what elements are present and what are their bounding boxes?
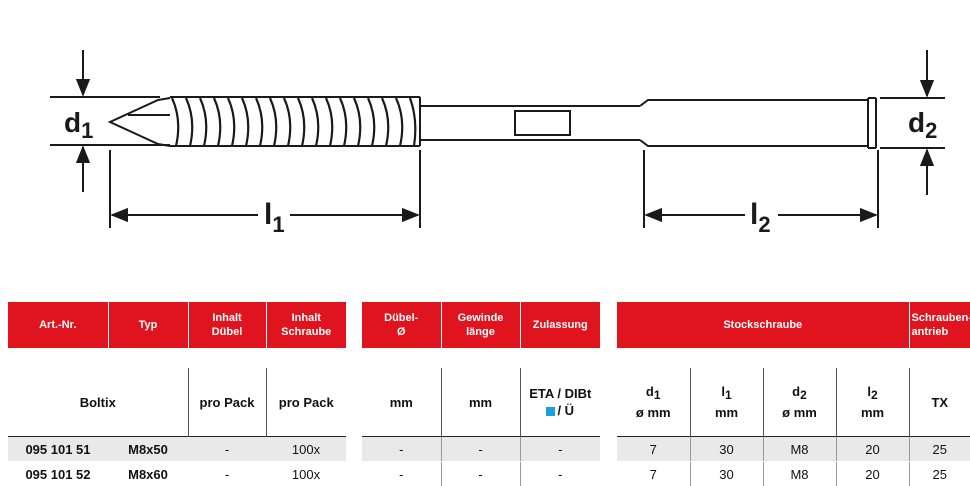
d2-label: d2 bbox=[908, 107, 937, 143]
approval-header-row: Dübel- Ø Gewinde länge Zulassung bbox=[362, 302, 600, 348]
typ: M8x50 bbox=[108, 437, 188, 462]
art-nr: 095 101 51 bbox=[8, 437, 108, 462]
inhalt-duebel: - bbox=[188, 462, 266, 486]
table-row: - - - bbox=[362, 462, 600, 486]
article-subheader-row: Boltix pro Pack pro Pack bbox=[8, 368, 346, 437]
screw-tip bbox=[110, 98, 170, 146]
l1-value: 30 bbox=[690, 437, 763, 462]
article-header-row: Art.-Nr. Typ Inhalt Dübel Inhalt Schraub… bbox=[8, 302, 346, 348]
l2-value: 20 bbox=[836, 462, 909, 486]
subheader-eta: ETA / DIBt / Ü bbox=[520, 368, 600, 437]
tx-value: 25 bbox=[909, 462, 970, 486]
header-typ: Typ bbox=[108, 302, 188, 348]
stud-screw-drawing: d1 d2 l1 l2 bbox=[0, 0, 970, 290]
header-inhalt-schraube: Inhalt Schraube bbox=[266, 302, 346, 348]
table-row: 095 101 51 M8x50 - 100x bbox=[8, 437, 346, 462]
gewindelaenge: - bbox=[441, 462, 520, 486]
art-nr: 095 101 52 bbox=[8, 462, 108, 486]
d2-value: M8 bbox=[763, 462, 836, 486]
thread-teeth bbox=[172, 98, 415, 146]
tx-value: 25 bbox=[909, 437, 970, 462]
inhalt-duebel: - bbox=[188, 437, 266, 462]
drive-slot bbox=[515, 111, 570, 135]
header-gewindelaenge: Gewinde länge bbox=[441, 302, 520, 348]
inhalt-schraube: 100x bbox=[266, 462, 346, 486]
table-row: 7 30 M8 20 25 bbox=[617, 462, 970, 486]
l2-label: l2 bbox=[750, 198, 771, 237]
dimensions-header-row: Stockschraube Schrauben- antrieb bbox=[617, 302, 970, 348]
l2-value: 20 bbox=[836, 437, 909, 462]
zulassung: - bbox=[520, 437, 600, 462]
eta-label: ETA / DIBt bbox=[529, 386, 591, 401]
approval-table: Dübel- Ø Gewinde länge Zulassung mm mm E… bbox=[362, 302, 600, 486]
header-stockschraube: Stockschraube bbox=[617, 302, 909, 348]
typ: M8x60 bbox=[108, 462, 188, 486]
header-zulassung: Zulassung bbox=[520, 302, 600, 348]
table-row: - - - bbox=[362, 437, 600, 462]
subheader-pro-pack-2: pro Pack bbox=[266, 368, 346, 437]
header-inhalt-duebel: Inhalt Dübel bbox=[188, 302, 266, 348]
subheader-boltix: Boltix bbox=[8, 368, 188, 437]
zulassung: - bbox=[520, 462, 600, 486]
d1-value: 7 bbox=[617, 462, 690, 486]
duebel-diameter: - bbox=[362, 462, 441, 486]
header-schraubenantrieb: Schrauben- antrieb bbox=[909, 302, 970, 348]
duebel-diameter: - bbox=[362, 437, 441, 462]
inhalt-schraube: 100x bbox=[266, 437, 346, 462]
approval-subheader-row: mm mm ETA / DIBt / Ü bbox=[362, 368, 600, 437]
article-table: Art.-Nr. Typ Inhalt Dübel Inhalt Schraub… bbox=[8, 302, 346, 486]
header-art-nr: Art.-Nr. bbox=[8, 302, 108, 348]
table-row: 095 101 52 M8x60 - 100x bbox=[8, 462, 346, 486]
subheader-pro-pack-1: pro Pack bbox=[188, 368, 266, 437]
subheader-mm-2: mm bbox=[441, 368, 520, 437]
d1-value: 7 bbox=[617, 437, 690, 462]
subheader-tx: TX bbox=[909, 368, 970, 437]
subheader-mm-1: mm bbox=[362, 368, 441, 437]
blue-square-icon bbox=[546, 407, 555, 416]
d1-label: d1 bbox=[64, 107, 93, 143]
ue-label: / Ü bbox=[557, 403, 574, 418]
gewindelaenge: - bbox=[441, 437, 520, 462]
d2-value: M8 bbox=[763, 437, 836, 462]
table-row: 7 30 M8 20 25 bbox=[617, 437, 970, 462]
l1-value: 30 bbox=[690, 462, 763, 486]
l1-label: l1 bbox=[264, 198, 285, 237]
header-duebel-diameter: Dübel- Ø bbox=[362, 302, 441, 348]
